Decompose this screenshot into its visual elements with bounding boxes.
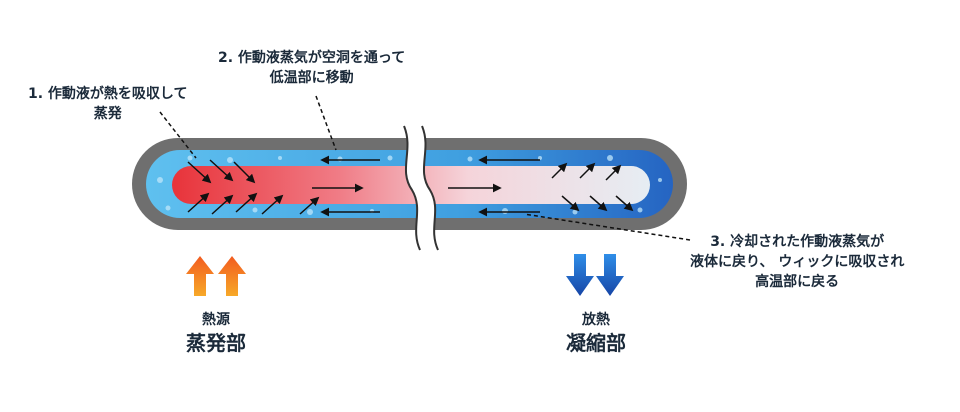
step2-caption: 2. 作動液蒸気が空洞を通って 低温部に移動: [218, 48, 405, 88]
condenser-label: 凝縮部: [566, 331, 626, 355]
heat-arrow-up-icon: [186, 256, 214, 296]
evaporator-label: 蒸発部: [186, 331, 246, 355]
heat-source-label: 熱源: [202, 312, 230, 328]
step2-line1: 2. 作動液蒸気が空洞を通って: [218, 50, 406, 66]
heat-input-arrows: [186, 256, 246, 296]
step3-caption: 3. 冷却された作動液蒸気が 液体に戻り、 ウィックに吸収され 高温部に戻る: [690, 232, 904, 292]
heat-release-arrows: [566, 254, 624, 296]
condensation-arrows: [551, 162, 634, 212]
evaporator-caption: 熱源 蒸発部: [166, 310, 266, 356]
step3-line3: 高温部に戻る: [755, 274, 840, 290]
step1-line1: 1. 作動液が熱を吸収して: [28, 86, 188, 102]
step3-line1: 3. 冷却された作動液蒸気が: [710, 234, 885, 250]
evaporation-arrows: [187, 159, 320, 215]
cool-arrow-down-icon: [566, 254, 594, 296]
liquid-return-arrows: [320, 155, 540, 217]
condenser-caption: 放熱 凝縮部: [546, 310, 646, 356]
heat-release-label: 放熱: [582, 312, 610, 328]
cool-arrow-down-icon: [596, 254, 624, 296]
pipe-break: [403, 125, 439, 251]
leader-lines: [159, 95, 691, 241]
heat-arrow-up-icon: [218, 256, 246, 296]
step1-caption: 1. 作動液が熱を吸収して 蒸発: [28, 84, 188, 124]
step1-line2: 蒸発: [93, 106, 122, 122]
step2-line2: 低温部に移動: [269, 70, 354, 86]
step3-line2: 液体に戻り、 ウィックに吸収され: [690, 254, 905, 270]
